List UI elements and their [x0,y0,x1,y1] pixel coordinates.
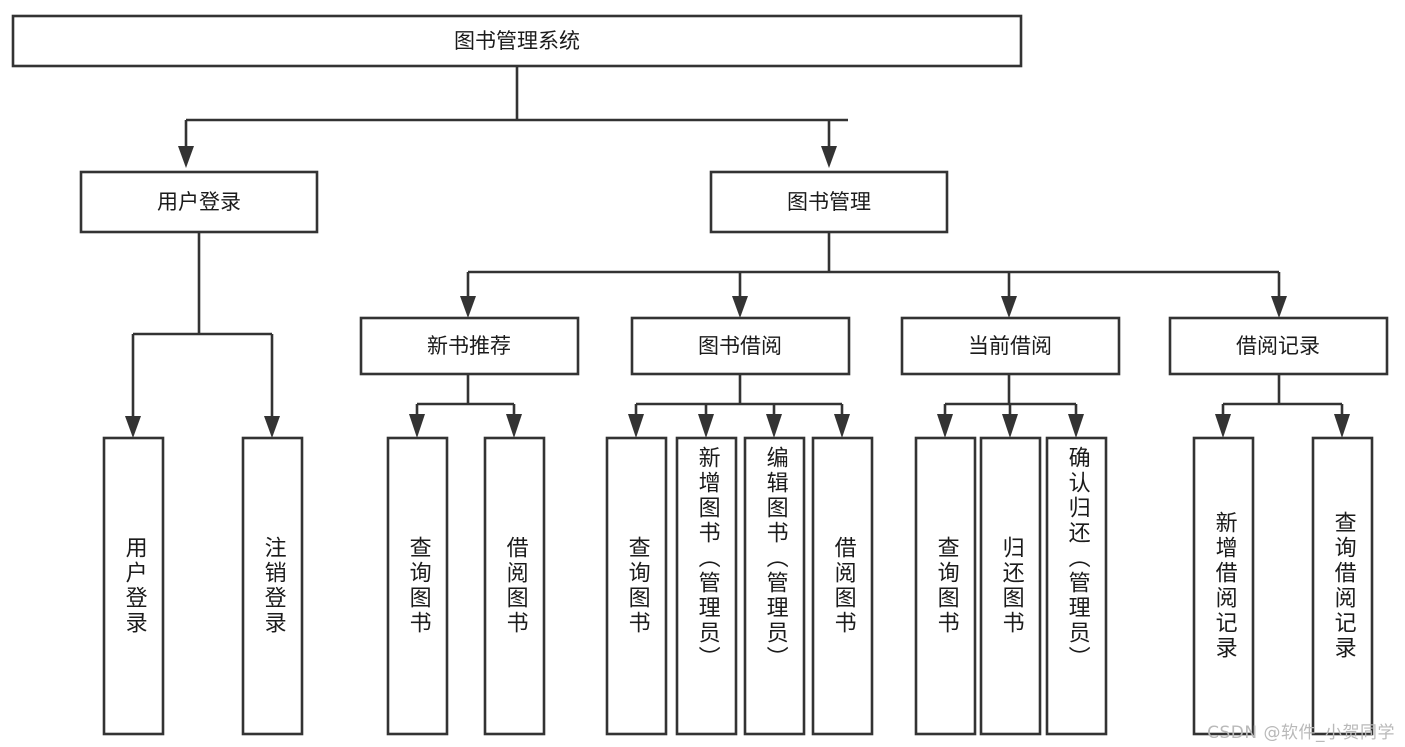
node-borrow-record-label: 借阅记录 [1236,334,1320,358]
node-root-label: 图书管理系统 [454,29,580,53]
node-borrow-record[interactable]: 借阅记录 [1168,316,1389,376]
node-current-borrow[interactable]: 当前借阅 [900,316,1121,376]
connector-borrow-record-to-leaves [1215,374,1350,438]
connector-book-manage-to-level3 [460,232,1287,318]
node-leaf-add-record[interactable] [1192,436,1255,736]
node-book-borrow-label: 图书借阅 [698,334,782,358]
connector-root-to-level2 [178,66,848,168]
node-leaf-borrow-book-2[interactable] [811,436,874,736]
node-user-login[interactable]: 用户登录 [79,170,319,234]
node-leaf-query-record[interactable] [1311,436,1374,736]
node-leaf-user-login[interactable] [102,436,165,736]
node-leaf-add-book[interactable] [675,436,738,736]
node-current-borrow-label: 当前借阅 [968,334,1052,358]
node-leaf-confirm-return[interactable] [1045,436,1108,736]
node-book-manage[interactable]: 图书管理 [709,170,949,234]
node-leaf-query-book-1[interactable] [386,436,449,736]
node-book-manage-label: 图书管理 [787,190,871,214]
connector-book-borrow-to-leaves [628,374,850,438]
node-leaf-borrow-book-1[interactable] [483,436,546,736]
node-root[interactable]: 图书管理系统 [11,14,1023,68]
node-leaf-user-logout[interactable] [241,436,304,736]
node-leaf-query-book-2[interactable] [605,436,668,736]
connector-user-login-to-leaves [125,232,280,438]
node-leaf-return-book[interactable] [979,436,1042,736]
node-new-book-rec[interactable]: 新书推荐 [359,316,580,376]
node-book-borrow[interactable]: 图书借阅 [630,316,851,376]
node-new-book-rec-label: 新书推荐 [427,334,511,358]
node-user-login-label: 用户登录 [157,190,241,214]
connector-new-book-rec-to-leaves [409,374,522,438]
node-leaf-edit-book[interactable] [743,436,806,736]
connector-current-borrow-to-leaves [937,374,1084,438]
node-leaf-query-book-3[interactable] [914,436,977,736]
